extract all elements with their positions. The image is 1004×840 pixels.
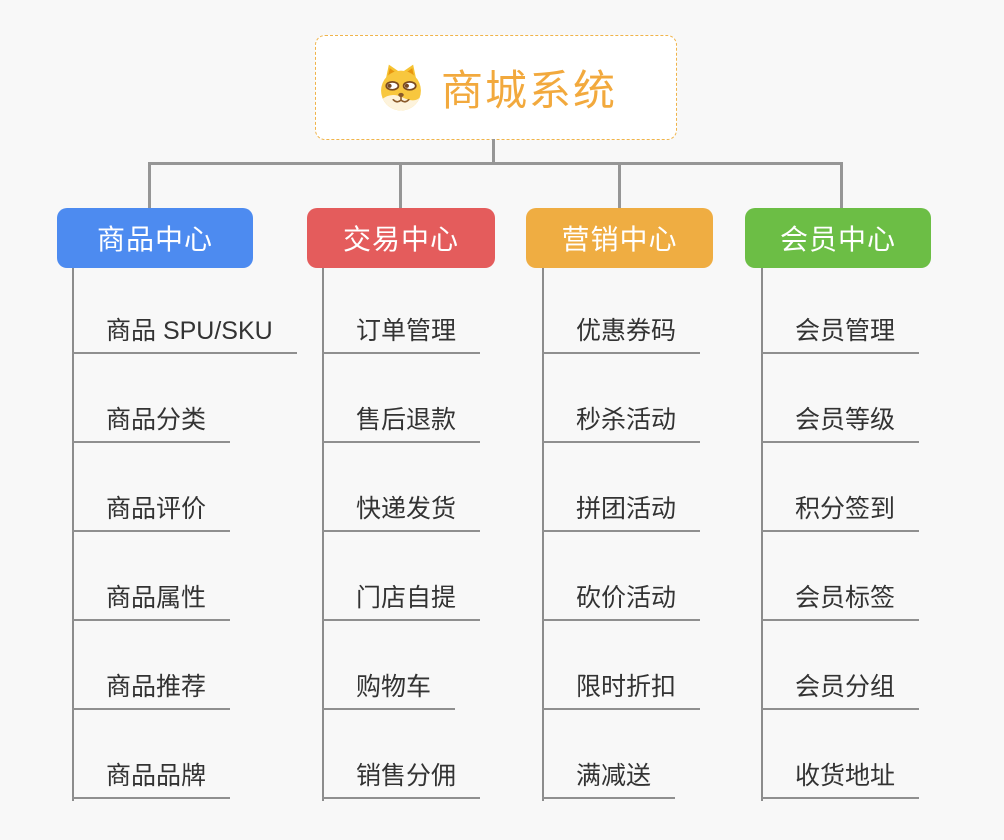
leaf-node[interactable]: 商品品牌 [72, 761, 231, 799]
leaf-node[interactable]: 会员分组 [761, 672, 920, 710]
leaf-node[interactable]: 商品 SPU/SKU [72, 316, 297, 354]
root-title: 商城系统 [440, 67, 617, 114]
branch-trunk-member [761, 268, 763, 801]
branch-trunk-product [72, 268, 74, 801]
leaf-node[interactable]: 满减送 [542, 761, 676, 799]
connector-horizontal-bus [148, 162, 843, 165]
leaf-node[interactable]: 秒杀活动 [542, 405, 701, 443]
branch-node-trade-center[interactable]: 交易中心 [307, 208, 495, 268]
leaf-node[interactable]: 会员标签 [761, 583, 920, 621]
leaf-node[interactable]: 销售分佣 [322, 761, 481, 799]
leaf-node[interactable]: 商品推荐 [72, 672, 231, 710]
leaf-node[interactable]: 商品属性 [72, 583, 231, 621]
root-node-mall-system[interactable]: 商城系统 [315, 35, 677, 140]
leaf-node[interactable]: 砍价活动 [542, 583, 701, 621]
leaf-node[interactable]: 收货地址 [761, 761, 920, 799]
leaf-node[interactable]: 门店自提 [322, 583, 481, 621]
branch-trunk-marketing [542, 268, 544, 801]
branch-node-marketing-center[interactable]: 营销中心 [526, 208, 713, 268]
leaf-node[interactable]: 限时折扣 [542, 672, 701, 710]
dog-face-icon [375, 62, 427, 114]
leaf-node[interactable]: 售后退款 [322, 405, 481, 443]
leaf-node[interactable]: 商品评价 [72, 494, 231, 532]
branch-trunk-trade [322, 268, 324, 801]
leaf-node[interactable]: 快递发货 [322, 494, 481, 532]
leaf-node[interactable]: 会员等级 [761, 405, 920, 443]
connector-drop-trade [399, 162, 402, 209]
connector-drop-marketing [618, 162, 621, 209]
leaf-node[interactable]: 订单管理 [322, 316, 481, 354]
leaf-node[interactable]: 积分签到 [761, 494, 920, 532]
connector-root-vertical [492, 139, 495, 164]
leaf-node[interactable]: 会员管理 [761, 316, 920, 354]
leaf-node[interactable]: 购物车 [322, 672, 456, 710]
branch-node-product-center[interactable]: 商品中心 [57, 208, 253, 268]
connector-drop-product [148, 162, 151, 209]
leaf-node[interactable]: 优惠券码 [542, 316, 701, 354]
branch-node-member-center[interactable]: 会员中心 [745, 208, 931, 268]
leaf-node[interactable]: 商品分类 [72, 405, 231, 443]
connector-drop-member [840, 162, 843, 209]
leaf-node[interactable]: 拼团活动 [542, 494, 701, 532]
